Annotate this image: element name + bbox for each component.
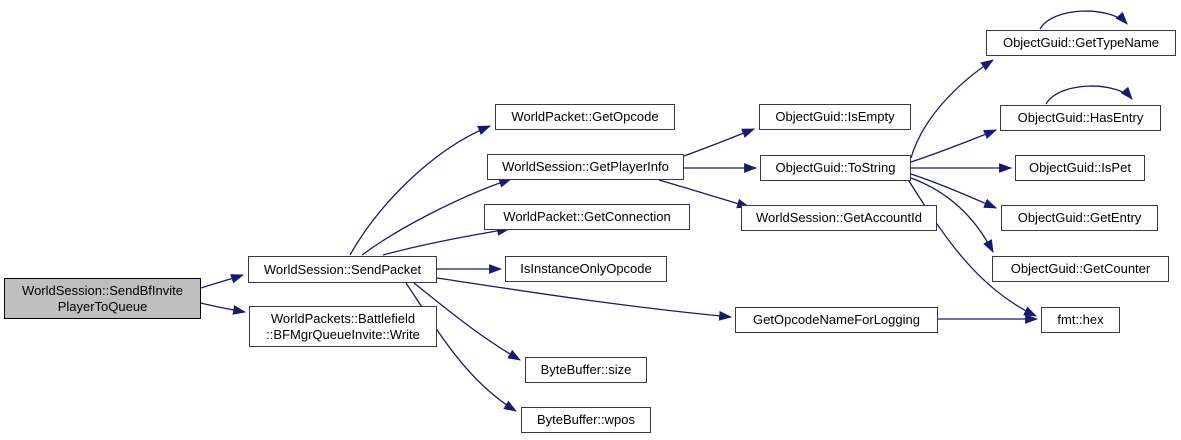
edge-sendbfinviteplayertoqueue-to-bfmgrqueueinvitewrite: [200, 302, 247, 315]
graph-node-getcounter[interactable]: ObjectGuid::GetCounter: [992, 256, 1169, 282]
graph-node-getplayerinfo[interactable]: WorldSession::GetPlayerInfo: [487, 154, 684, 180]
graph-node-isinstanceonlyopcode[interactable]: IsInstanceOnlyOpcode: [505, 256, 667, 282]
edge-sendpacket-to-getconnection: [382, 226, 511, 256]
edge-tostring-to-gettypename: [910, 59, 994, 159]
graph-node-ispet[interactable]: ObjectGuid::IsPet: [1015, 155, 1145, 181]
edge-tostring-to-hasentry: [910, 129, 998, 163]
edge-getplayerinfo-to-getaccountid: [658, 179, 751, 209]
graph-node-getentry[interactable]: ObjectGuid::GetEntry: [1001, 205, 1158, 231]
graph-node-getopcode[interactable]: WorldPacket::GetOpcode: [495, 104, 675, 130]
graph-node-gettypename[interactable]: ObjectGuid::GetTypeName: [986, 30, 1176, 56]
graph-node-isempty[interactable]: ObjectGuid::IsEmpty: [759, 104, 911, 130]
graph-node-sendpacket[interactable]: WorldSession::SendPacket: [248, 256, 437, 283]
graph-node-sendbfinviteplayertoqueue: WorldSession::SendBfInvite PlayerToQueue: [4, 278, 201, 319]
graph-node-bfmgrqueueinvitewrite[interactable]: WorldPackets::Battlefield ::BFMgrQueueIn…: [249, 306, 437, 347]
edge-tostring-to-getcounter: [910, 177, 994, 253]
edge-sendbfinviteplayertoqueue-to-sendpacket: [200, 274, 245, 289]
edge-hasentry-to-hasentry: [1045, 85, 1133, 105]
edge-gettypename-to-gettypename: [1039, 10, 1128, 30]
edge-sendpacket-to-getplayerinfo: [361, 178, 513, 256]
graph-node-getconnection[interactable]: WorldPacket::GetConnection: [484, 204, 690, 230]
edge-sendpacket-to-getopcode: [349, 125, 492, 256]
graph-node-fmthex[interactable]: fmt::hex: [1041, 307, 1120, 333]
edge-sendpacket-to-bytebufferwpos: [405, 282, 517, 412]
edge-sendpacket-to-bytebuffersize: [413, 282, 521, 361]
graph-node-getopcodenameforlogging[interactable]: GetOpcodeNameForLogging: [735, 307, 938, 333]
graph-node-hasentry[interactable]: ObjectGuid::HasEntry: [1000, 105, 1161, 131]
edge-tostring-to-getentry: [910, 173, 997, 209]
edge-tostring-to-fmthex: [908, 180, 1037, 317]
graph-node-tostring[interactable]: ObjectGuid::ToString: [760, 155, 911, 181]
graph-node-getaccountid[interactable]: WorldSession::GetAccountId: [741, 205, 937, 231]
graph-node-bytebufferwpos[interactable]: ByteBuffer::wpos: [521, 407, 651, 433]
edge-getplayerinfo-to-isempty: [683, 128, 756, 157]
graph-node-bytebuffersize[interactable]: ByteBuffer::size: [525, 357, 647, 383]
edge-sendpacket-to-getopcodenameforlogging: [436, 277, 733, 321]
